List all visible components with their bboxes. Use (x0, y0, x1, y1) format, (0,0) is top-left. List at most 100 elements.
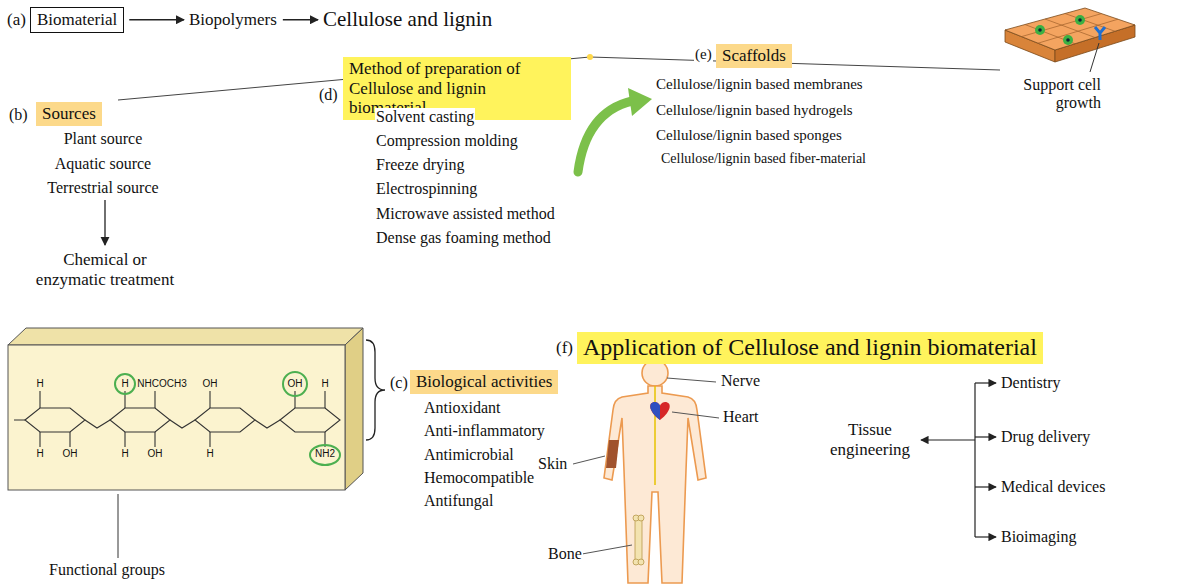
heading-box: Sources (36, 102, 102, 126)
process-box: Biomaterial (30, 7, 124, 33)
source-arrow (104, 200, 105, 245)
application-tree (975, 382, 996, 383)
green-arrow (578, 101, 632, 172)
label-text: Terrestrial source (46, 179, 159, 197)
application-tree (921, 439, 975, 440)
label-text: Skin (537, 455, 568, 473)
atom-label: H (205, 448, 214, 460)
node-text: Biological activities (416, 372, 552, 392)
leader-line (573, 378, 719, 554)
leader-line (1090, 43, 1099, 72)
human-figure (654, 386, 656, 485)
label-text: Dense gas foaming method (375, 229, 552, 247)
label-text: (b) (8, 106, 29, 124)
functional-group-circle (310, 445, 340, 465)
label-text: Dentistry (1000, 374, 1062, 392)
skin-patch (606, 440, 619, 468)
atom-label: H (120, 378, 129, 390)
atom-label: H (320, 378, 329, 390)
bone-symbol (638, 559, 644, 565)
green-arrow (628, 88, 652, 116)
cellulose-structure (25, 408, 85, 432)
label-text: Hemocompatible (423, 469, 535, 487)
structure-box (8, 345, 345, 490)
label-text: Antioxidant (423, 399, 501, 417)
structure-box (345, 328, 363, 490)
leader-line (672, 412, 719, 418)
flow-arrow (283, 19, 318, 20)
atom-label: OH (147, 448, 164, 460)
heart-symbol (650, 402, 669, 420)
functional-group-circle (115, 374, 135, 394)
node-text: Application of Cellulose and lignin biom… (583, 334, 1037, 362)
leader-line (582, 545, 632, 554)
curly-bracket (366, 340, 385, 440)
label-text: (f) (555, 338, 574, 358)
atom-label: OH (62, 448, 79, 460)
label-text: Microwave assisted method (375, 205, 556, 223)
application-tree (975, 486, 996, 487)
application-tree (975, 436, 996, 437)
leader-line (573, 456, 605, 464)
human-figure (604, 386, 706, 583)
bone-symbol (635, 518, 642, 562)
heading-box: Scaffolds (716, 44, 792, 68)
flow-arrow (129, 19, 184, 20)
cell-dots (1035, 15, 1085, 45)
atom-label: OH (202, 378, 219, 390)
label-text: Plant source (63, 130, 144, 148)
leader-line (118, 494, 119, 558)
label-text: Cellulose/lignin based hydrogels (655, 102, 854, 119)
cellulose-structure (280, 408, 340, 432)
atom-label: H (35, 448, 44, 460)
label-text: Aquatic source (54, 155, 152, 173)
antibody-symbol (1095, 27, 1105, 40)
cellulose-structure (110, 408, 170, 432)
label-text: (e) (694, 46, 713, 63)
heading-box: Biological activities (410, 370, 558, 394)
label-text: Heart (722, 408, 760, 426)
leader-line (1090, 43, 1099, 72)
atom-label: OH (287, 378, 304, 390)
label-text: Bone (547, 545, 583, 563)
cellulose-structure (195, 408, 255, 432)
scaffold-slab (1005, 8, 1135, 62)
label-text: Antimicrobial (423, 446, 515, 464)
leader-line (118, 494, 119, 558)
overview-bracket (587, 54, 593, 60)
cellulose-structure (40, 391, 325, 408)
bone-symbol (633, 515, 644, 565)
human-figure (642, 360, 668, 386)
label-text: Bioimaging (1000, 528, 1078, 546)
cell-dots (1078, 18, 1082, 22)
application-tree (975, 536, 996, 537)
atom-label: H (35, 378, 44, 390)
label-text: Chemical or enzymatic treatment (30, 250, 180, 289)
scaffold-slab (1005, 8, 1135, 50)
label-text: Medical devices (1000, 478, 1106, 496)
label-text: Electrospinning (375, 180, 478, 198)
cell-dots (1038, 28, 1042, 32)
structure-box (8, 328, 363, 345)
curly-bracket (366, 340, 385, 440)
bone-symbol (638, 515, 644, 521)
label-text: (a) (6, 10, 27, 30)
label-text: Biopolymers (188, 10, 278, 30)
label-text: Cellulose and lignin (322, 7, 493, 31)
heart-symbol (650, 402, 669, 420)
atom-label: NHCOCH3 (136, 378, 187, 390)
label-text: Antifungal (423, 492, 494, 510)
source-arrow (105, 200, 106, 245)
label-text: Nerve (720, 372, 761, 390)
label-text: Solvent casting (375, 108, 475, 126)
label-text: Freeze drying (375, 156, 465, 174)
label-text: (c) (389, 374, 409, 392)
node-text: Biomaterial (37, 10, 117, 30)
node-text: Sources (42, 104, 96, 124)
label-text: Cellulose/lignin based membranes (655, 76, 864, 93)
leader-line (667, 378, 716, 382)
application-tree (921, 383, 996, 537)
label-text: Compression molding (375, 132, 519, 150)
label-text: Anti-inflammatory (423, 422, 546, 440)
